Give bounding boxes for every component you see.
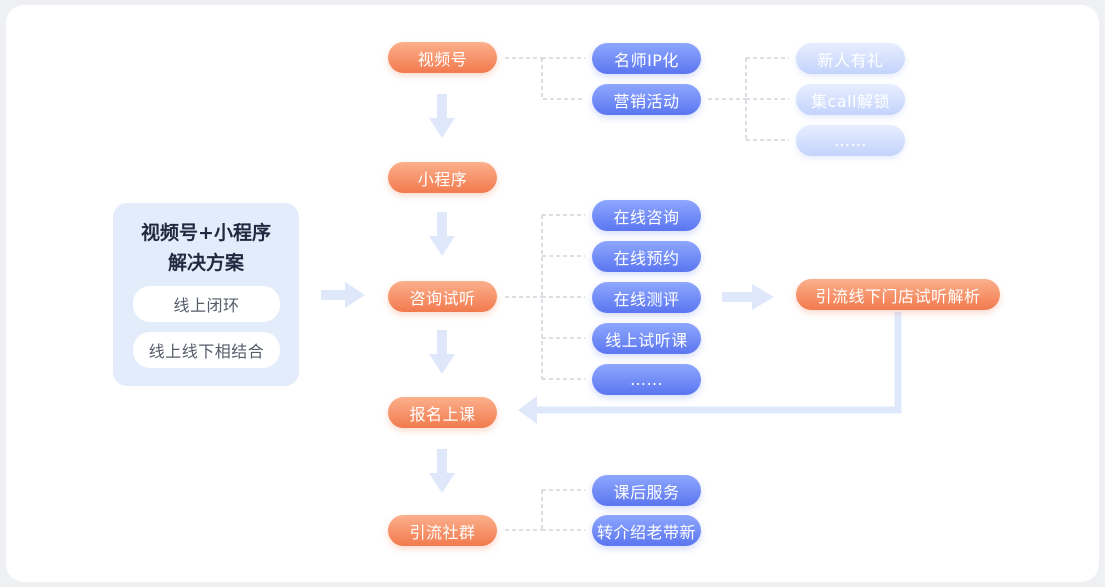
dashed-connector — [505, 489, 585, 531]
return-arrow — [533, 312, 902, 414]
channel-item[interactable]: 名师IP化 — [592, 43, 701, 74]
activity-item[interactable]: 集call解锁 — [796, 84, 905, 115]
activity-item[interactable]: 新人有礼 — [796, 43, 905, 74]
flow-step-consult[interactable]: 咨询试听 — [388, 281, 497, 312]
consult-item[interactable]: 线上试听课 — [592, 323, 701, 354]
consult-item[interactable]: 在线咨询 — [592, 200, 701, 231]
dashed-connector — [505, 214, 585, 380]
solution-tag: 线上线下相结合 — [133, 332, 280, 368]
channel-item[interactable]: 营销活动 — [592, 84, 701, 115]
community-item[interactable]: 转介绍老带新 — [592, 515, 701, 546]
return-arrowhead — [518, 396, 537, 424]
activity-item[interactable]: …… — [796, 125, 905, 156]
right-arrow — [722, 284, 774, 310]
offline-trial-target[interactable]: 引流线下门店试听解析 — [796, 279, 1000, 310]
down-arrow — [429, 330, 455, 374]
solution-tag: 线上闭环 — [133, 286, 280, 322]
dashed-connector — [708, 57, 789, 141]
solution-title: 视频号+小程序 解决方案 — [113, 218, 299, 278]
community-item[interactable]: 课后服务 — [592, 475, 701, 506]
dashed-connector — [505, 57, 585, 100]
flow-step-enroll[interactable]: 报名上课 — [388, 397, 497, 428]
consult-item[interactable]: …… — [592, 364, 701, 395]
consult-item[interactable]: 在线预约 — [592, 241, 701, 272]
down-arrow — [429, 94, 455, 138]
solution-title-line: 视频号+小程序 — [141, 222, 271, 244]
down-arrow — [429, 212, 455, 256]
solution-title-line: 解决方案 — [167, 252, 244, 274]
flow-step-channels[interactable]: 视频号 — [388, 42, 497, 73]
down-arrow — [429, 449, 455, 493]
flow-step-community[interactable]: 引流社群 — [388, 515, 497, 546]
consult-item[interactable]: 在线测评 — [592, 282, 701, 313]
flow-step-miniprogram[interactable]: 小程序 — [388, 162, 497, 193]
right-arrow — [321, 282, 365, 308]
